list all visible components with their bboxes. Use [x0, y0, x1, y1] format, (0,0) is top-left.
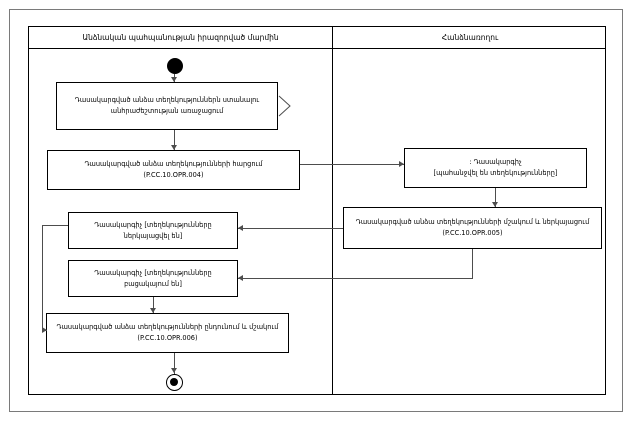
activity-node-1-line1: Դասակարգված անձա տեղեկություններն ստանալ…	[74, 96, 260, 105]
activity-node-2-line1: Դասակարգված անձա տեղեկությունների հարցու…	[84, 160, 263, 169]
object-state-node-left-1[interactable]: Դասակարգիչ [տեղեկությունները ներկայացվել…	[68, 212, 238, 249]
object-state-node-left-1-line2: ներկայացվել են]	[123, 231, 183, 240]
object-state-node-left-2-line2: բացակայում են]	[124, 279, 182, 288]
object-state-node-left-1-line1: Դասակարգիչ [տեղեկությունները	[94, 220, 212, 229]
final-node[interactable]	[166, 374, 183, 391]
flow-activity2-to-state-right1	[300, 164, 404, 165]
activity-node-1-line2: անհրաժեշտության առաջացում	[110, 107, 224, 115]
arrowhead-state-left1-to-activity4	[42, 327, 47, 333]
arrowhead-activity2-to-state-right1	[399, 161, 404, 167]
activity-node-1[interactable]: Դասակարգված անձա տեղեկություններն ստանալ…	[56, 82, 278, 130]
flow-state-left1-vertical	[42, 225, 43, 330]
activity-node-3-code: (P.CC.10.OPR.005)	[442, 229, 503, 237]
activity-node-4-line1: Դասակարգված անձա տեղեկությունների ընդուն…	[56, 323, 279, 332]
object-state-node-left-2[interactable]: Դասակարգիչ [տեղեկությունները բացակայում …	[68, 260, 238, 297]
object-state-node-right-1[interactable]: : Դասակարգիչ [պահանջվել են տեղեկությունն…	[404, 148, 587, 188]
arrowhead-state-right1-to-activity3	[492, 202, 498, 207]
activity-node-4[interactable]: Դասակարգված անձա տեղեկությունների ընդուն…	[46, 313, 289, 353]
flow-activity3-to-state-left1	[238, 228, 343, 229]
activity-node-4-code: (P.CC.10.OPR.006)	[137, 334, 198, 342]
activity-node-2[interactable]: Դասակարգված անձա տեղեկությունների հարցու…	[47, 150, 300, 190]
flow-activity3-drop	[472, 249, 473, 278]
flow-activity4-to-final	[174, 353, 175, 374]
swimlane-divider	[332, 49, 333, 395]
swimlane-header-right: Հանձնառողու	[332, 27, 607, 49]
arrowhead-activity3-to-state-left2	[238, 275, 243, 281]
arrowhead-activity4-to-final	[171, 368, 177, 373]
arrowhead-activity3-to-state-left1	[238, 225, 243, 231]
initial-node[interactable]	[167, 58, 183, 74]
object-state-node-left-2-line1: Դասակարգիչ [տեղեկությունները	[94, 268, 212, 277]
object-state-node-right-1-line2: [պահանջվել են տեղեկությունները]	[433, 169, 558, 177]
swimlane-header-row: Անձնական պահպանության իրազորված մարմին Հ…	[29, 27, 605, 49]
arrowhead-state-left2-to-activity4	[150, 308, 156, 313]
flow-state-right1-to-activity3	[495, 188, 496, 207]
flow-state-left2-to-activity4	[153, 297, 154, 313]
open-arrowhead-icon	[278, 94, 292, 118]
flow-state-left1-out	[42, 225, 68, 226]
flow-activity3-to-state-left2	[238, 278, 473, 279]
activity-node-2-code: (P.CC.10.OPR.004)	[143, 171, 204, 179]
flow-activity1-to-activity2	[174, 130, 175, 150]
arrowhead-activity1-to-activity2	[171, 145, 177, 150]
swimlane-header-left: Անձնական պահպանության իրազորված մարմին	[82, 33, 279, 42]
object-state-node-right-1-line1: : Դասակարգիչ	[469, 158, 522, 167]
activity-node-3-line1: Դասակարգված անձա տեղեկությունների մշակու…	[355, 218, 590, 227]
arrowhead-initial-to-activity1	[171, 77, 177, 82]
activity-node-3[interactable]: Դասակարգված անձա տեղեկությունների մշակու…	[343, 207, 602, 249]
